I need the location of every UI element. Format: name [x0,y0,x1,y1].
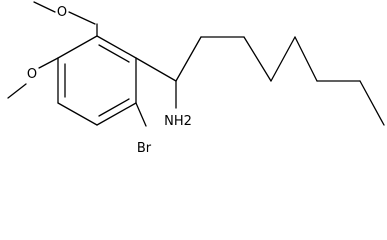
ring-double-bond [98,44,130,63]
chain-bond [359,80,385,126]
ring-bond [57,102,98,126]
chain-bond [243,36,272,82]
bond [7,83,27,99]
chain-bond [175,36,202,82]
atom-label-br: Br [137,141,152,154]
bond [135,102,147,127]
bond [135,57,177,82]
ring-bond [96,35,137,59]
chain-bond [294,36,318,82]
methoxy-lower: O [7,57,59,99]
atom-label-o-lower: O [27,67,37,82]
bromo-substituent: Br [135,102,152,154]
methoxy-upper: O [33,1,98,37]
molecule-structure: O O Br NH2 [7,1,385,154]
amine-carbon: NH2 [135,57,192,129]
ring-bond [96,102,137,126]
bond [33,1,56,13]
bond [38,57,59,69]
benzene-ring [57,35,137,126]
ring-bond [57,35,98,59]
ring-double-bond [98,98,130,117]
structure-canvas: O O Br NH2 [7,1,385,154]
chain-bond [270,36,296,82]
bond [68,11,96,25]
atom-label-nh2: NH2 [164,114,192,129]
alkyl-chain [175,36,385,126]
atom-label-o-upper: O [57,5,67,20]
